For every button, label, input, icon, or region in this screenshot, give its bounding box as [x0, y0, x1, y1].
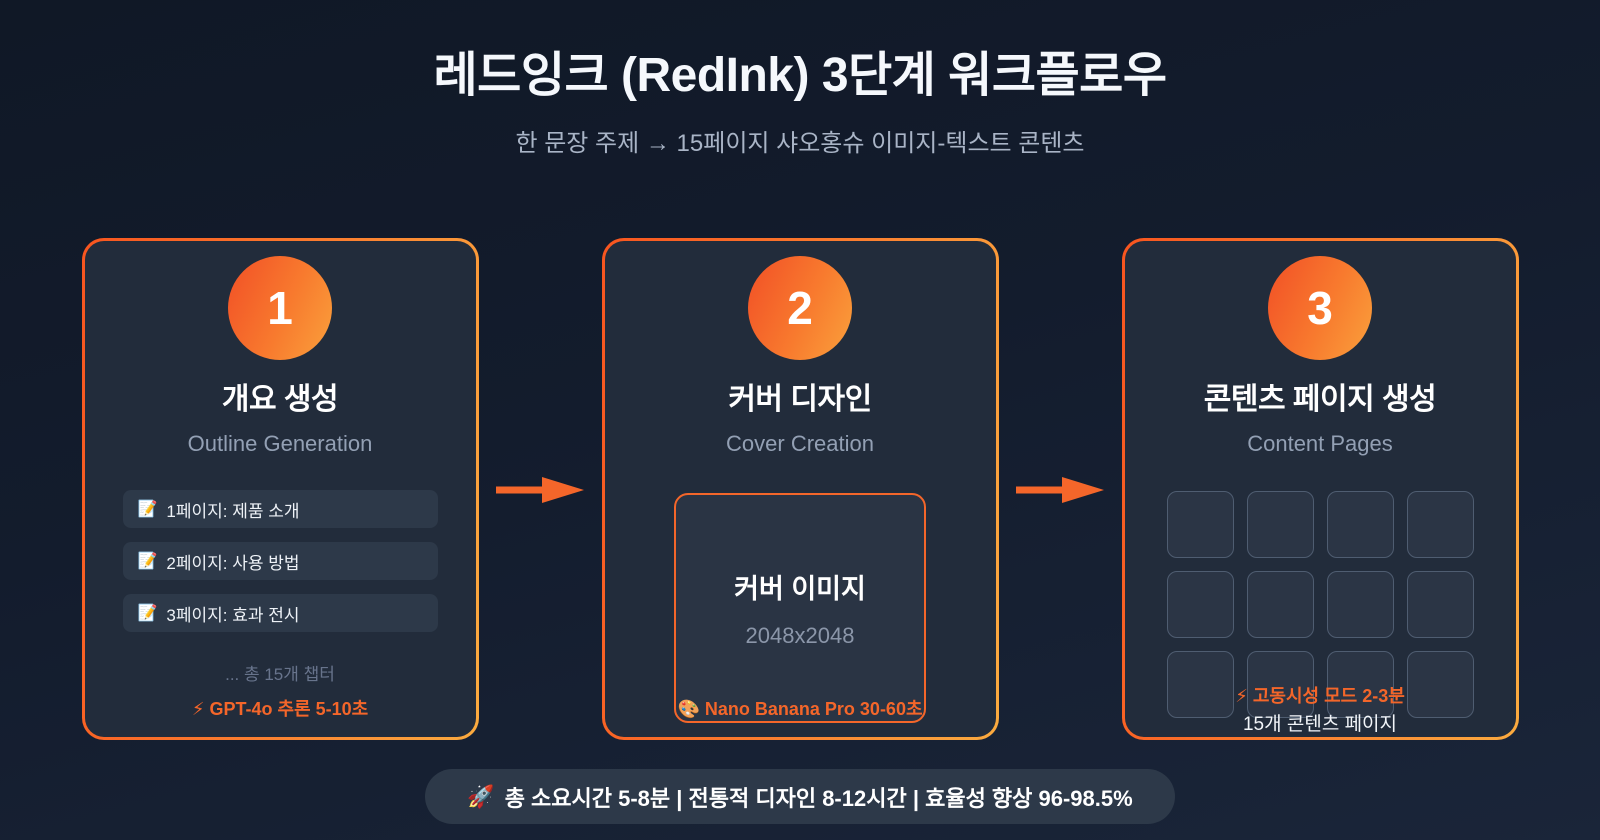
- lightning-icon: ⚡: [1235, 686, 1248, 707]
- content-page-placeholder: [1246, 651, 1314, 719]
- content-page-placeholder: [1406, 571, 1474, 639]
- step-1-card-body: 1 개요 생성 Outline Generation 📝 1페이지: 제품 소개…: [84, 241, 476, 738]
- content-page-placeholder: [1166, 491, 1234, 559]
- step-3-footer-mode: ⚡ 고동시성 모드 2-3분: [1125, 682, 1516, 708]
- page-header: 레드잉크 (RedInk) 3단계 워크플로우 한 문장 주제 → 15페이지 …: [0, 0, 1600, 158]
- cover-image-label: 커버 이미지: [734, 574, 866, 605]
- content-page-placeholder: [1166, 571, 1234, 639]
- step-1-number-badge: 1: [228, 256, 332, 361]
- memo-icon: 📝: [137, 501, 158, 519]
- step-1-footer: ⚡ GPT-4o 추론 5-10초: [85, 695, 476, 721]
- step-2-card: 2 커버 디자인 Cover Creation 커버 이미지 2048x2048…: [601, 238, 999, 741]
- step-2-title: 커버 디자인: [728, 383, 872, 417]
- step-1-subtitle: Outline Generation: [187, 431, 373, 457]
- outline-item-3: 📝 3페이지: 효과 전시: [122, 594, 438, 633]
- step-2-card-body: 2 커버 디자인 Cover Creation 커버 이미지 2048x2048…: [604, 241, 996, 738]
- step-3-number-badge: 3: [1268, 256, 1372, 361]
- outline-list: 📝 1페이지: 제품 소개 📝 2페이지: 사용 방법 📝 3페이지: 효과 전…: [122, 490, 438, 633]
- page-subtitle: 한 문장 주제 → 15페이지 샤오홍슈 이미지-텍스트 콘텐츠: [515, 130, 1085, 158]
- step-3-title: 콘텐츠 페이지 생성: [1203, 383, 1437, 417]
- step-1-title: 개요 생성: [221, 383, 339, 417]
- content-page-placeholder: [1406, 491, 1474, 559]
- step-2-subtitle: Cover Creation: [726, 431, 874, 457]
- memo-icon: 📝: [137, 605, 158, 623]
- content-page-placeholder: [1246, 571, 1314, 639]
- arrow-right-icon: [496, 477, 584, 504]
- outline-item-3-label: 3페이지: 효과 전시: [166, 605, 300, 625]
- outline-item-1-label: 1페이지: 제품 소개: [166, 501, 300, 521]
- content-page-placeholder: [1406, 651, 1474, 719]
- arrow-right-icon: [1016, 477, 1104, 504]
- step-1-card: 1 개요 생성 Outline Generation 📝 1페이지: 제품 소개…: [81, 238, 479, 741]
- step-3-subtitle: Content Pages: [1247, 431, 1393, 457]
- outline-more-note: ... 총 15개 챕터: [225, 665, 335, 685]
- content-pages-grid: [1166, 491, 1474, 719]
- step-3-footer-label: 고동시성 모드 2-3분: [1252, 686, 1405, 707]
- palette-icon: 🎨: [677, 699, 700, 720]
- step-3-footer-count: 15개 콘텐츠 페이지: [1242, 714, 1398, 736]
- content-page-placeholder: [1326, 651, 1394, 719]
- memo-icon: 📝: [137, 553, 158, 571]
- step-3-card: 3 콘텐츠 페이지 생성 Content Pages ⚡ 고: [1121, 238, 1519, 741]
- workflow-diagram: 1 개요 생성 Outline Generation 📝 1페이지: 제품 소개…: [0, 238, 1600, 741]
- cover-image-placeholder: 커버 이미지 2048x2048: [674, 493, 926, 724]
- summary-section: 🚀 총 소요시간 5-8분 | 전통적 디자인 8-12시간 | 효율성 향상 …: [0, 769, 1600, 825]
- lightning-icon: ⚡: [191, 699, 205, 720]
- arrow-step2-to-step3: [999, 477, 1122, 504]
- summary-pill: 🚀 총 소요시간 5-8분 | 전통적 디자인 8-12시간 | 효율성 향상 …: [425, 769, 1175, 825]
- outline-item-2-label: 2페이지: 사용 방법: [166, 553, 300, 573]
- content-page-placeholder: [1326, 571, 1394, 639]
- step-3-footer: ⚡ 고동시성 모드 2-3분 15개 콘텐츠 페이지: [1125, 682, 1516, 736]
- page-title: 레드잉크 (RedInk) 3단계 워크플로우: [433, 49, 1167, 102]
- step-2-number-badge: 2: [748, 256, 852, 361]
- outline-item-1: 📝 1페이지: 제품 소개: [122, 490, 438, 529]
- outline-item-2: 📝 2페이지: 사용 방법: [122, 542, 438, 581]
- step-3-card-body: 3 콘텐츠 페이지 생성 Content Pages ⚡ 고: [1124, 241, 1516, 738]
- cover-image-size: 2048x2048: [745, 623, 855, 649]
- arrow-step1-to-step2: [479, 477, 602, 504]
- content-page-placeholder: [1246, 491, 1314, 559]
- rocket-icon: 🚀: [467, 783, 495, 809]
- step-2-footer-label: Nano Banana Pro 30-60초: [704, 699, 923, 720]
- content-page-placeholder: [1326, 491, 1394, 559]
- summary-text: 총 소요시간 5-8분 | 전통적 디자인 8-12시간 | 효율성 향상 96…: [504, 785, 1133, 811]
- step-1-footer-label: GPT-4o 추론 5-10초: [209, 699, 369, 720]
- step-2-footer: 🎨 Nano Banana Pro 30-60초: [605, 695, 996, 721]
- content-page-placeholder: [1166, 651, 1234, 719]
